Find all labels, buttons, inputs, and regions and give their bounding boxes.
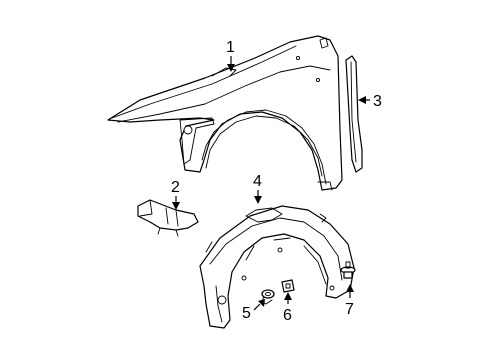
callout-label-4: 4	[253, 173, 262, 190]
screw-part	[261, 289, 275, 305]
callout-label-7: 7	[345, 301, 354, 318]
callout-label-6: 6	[283, 307, 292, 324]
callout-label-3: 3	[373, 93, 382, 110]
callout-6: 6	[283, 292, 292, 324]
callout-5: 5	[242, 299, 265, 322]
callout-7: 7	[345, 284, 354, 318]
fender-part	[107, 35, 343, 191]
callout-2: 2	[171, 179, 180, 210]
callout-label-2: 2	[171, 179, 180, 196]
insulator-part	[137, 199, 199, 237]
clip-nut-part	[281, 279, 295, 293]
callout-1: 1	[226, 39, 235, 72]
splash-shield-part	[199, 205, 355, 329]
push-pin-part	[340, 261, 356, 279]
callout-3: 3	[358, 93, 382, 110]
callout-label-1: 1	[226, 39, 235, 56]
seal-part	[345, 55, 363, 173]
callout-label-5: 5	[242, 305, 251, 322]
callout-4: 4	[253, 173, 262, 204]
